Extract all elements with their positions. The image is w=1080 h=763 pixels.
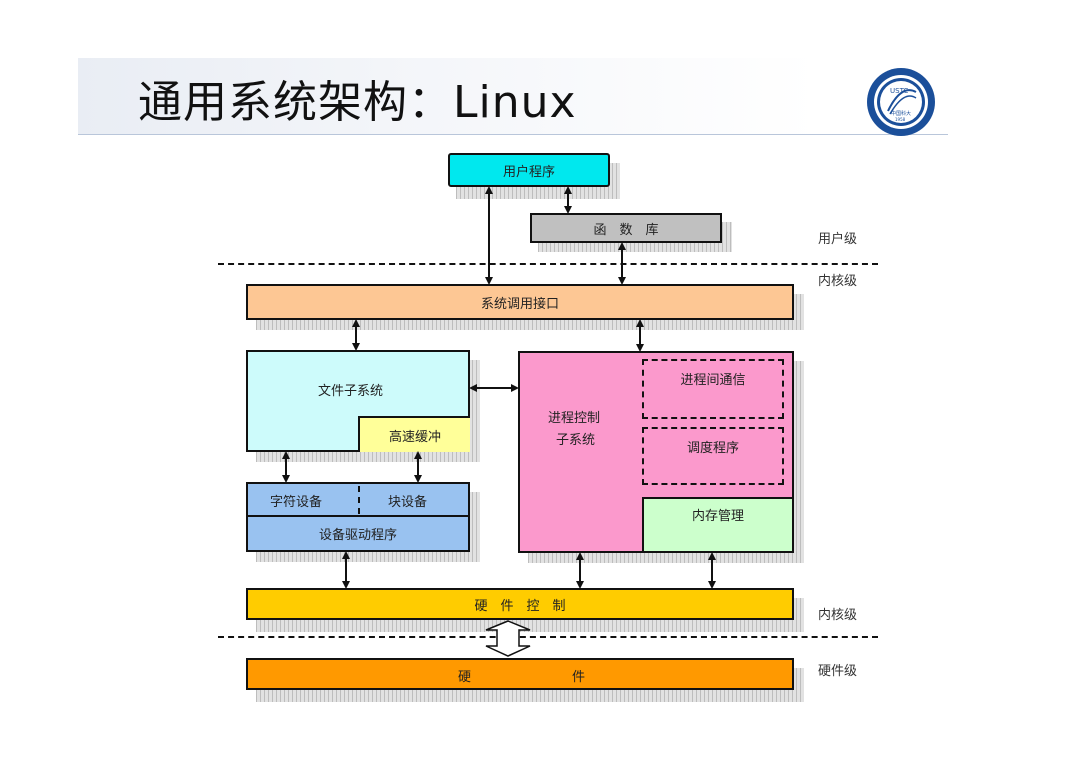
- hardware-level-label: 硬件级: [818, 664, 858, 679]
- user-program-label: 用户程序: [502, 164, 555, 180]
- logo-year: 1958: [895, 117, 906, 122]
- library-box: 函 数 库: [530, 213, 722, 243]
- kernel-level-label-bottom: 内核级: [818, 608, 858, 623]
- device-driver-row: 设备驱动程序: [248, 517, 468, 550]
- scheduler-label: 调度程序: [686, 441, 739, 456]
- hardware-control-label: 硬 件 控 制: [474, 598, 566, 614]
- process-control-label-2: 子系统: [556, 433, 596, 448]
- kernel-level-label-top: 内核级: [818, 274, 858, 289]
- user-program-box: 用户程序: [448, 153, 610, 187]
- process-control-label-1: 进程控制: [548, 411, 601, 426]
- hardware-label-right: 件: [572, 670, 586, 685]
- hardware-label-left: 硬: [458, 670, 472, 685]
- kernel-hardware-separator: [218, 636, 878, 638]
- ipc-box: 进程间通信: [642, 359, 784, 419]
- library-label: 函 数 库: [593, 222, 659, 238]
- user-level-label: 用户级: [818, 232, 858, 247]
- device-divider: [358, 486, 360, 514]
- memory-mgmt-box: 内存管理: [642, 497, 792, 551]
- logo-text: USTC: [890, 87, 908, 95]
- ustc-logo: USTC 中国科大 1958: [867, 68, 935, 136]
- title-band: [78, 58, 948, 135]
- hardware-box: 硬 件: [246, 658, 794, 690]
- hollow-arrow-hwctl-hardware: [485, 620, 531, 657]
- hardware-control-box: 硬 件 控 制: [246, 588, 794, 620]
- file-subsystem-label: 文件子系统: [318, 384, 384, 399]
- memory-mgmt-label: 内存管理: [691, 509, 744, 524]
- syscall-interface-box: 系统调用接口: [246, 284, 794, 320]
- buffer-cache-box: 高速缓冲: [358, 416, 470, 452]
- buffer-cache-label: 高速缓冲: [388, 429, 441, 445]
- scheduler-box: 调度程序: [642, 427, 784, 485]
- devices-box: 字符设备 块设备 设备驱动程序: [246, 482, 470, 552]
- file-subsystem-box: 文件子系统 高速缓冲: [246, 350, 470, 452]
- ipc-label: 进程间通信: [680, 373, 746, 388]
- user-kernel-separator: [218, 263, 878, 265]
- logo-chinese: 中国科大: [891, 110, 911, 117]
- syscall-interface-label: 系统调用接口: [480, 296, 559, 312]
- device-driver-label: 设备驱动程序: [318, 528, 397, 543]
- page-title: 通用系统架构：Linux: [138, 77, 577, 128]
- char-device-label: 字符设备: [270, 495, 323, 510]
- device-types-row: 字符设备 块设备: [248, 484, 468, 517]
- block-device-label: 块设备: [388, 495, 428, 510]
- process-control-box: 进程控制 子系统 进程间通信 调度程序 内存管理: [518, 351, 794, 553]
